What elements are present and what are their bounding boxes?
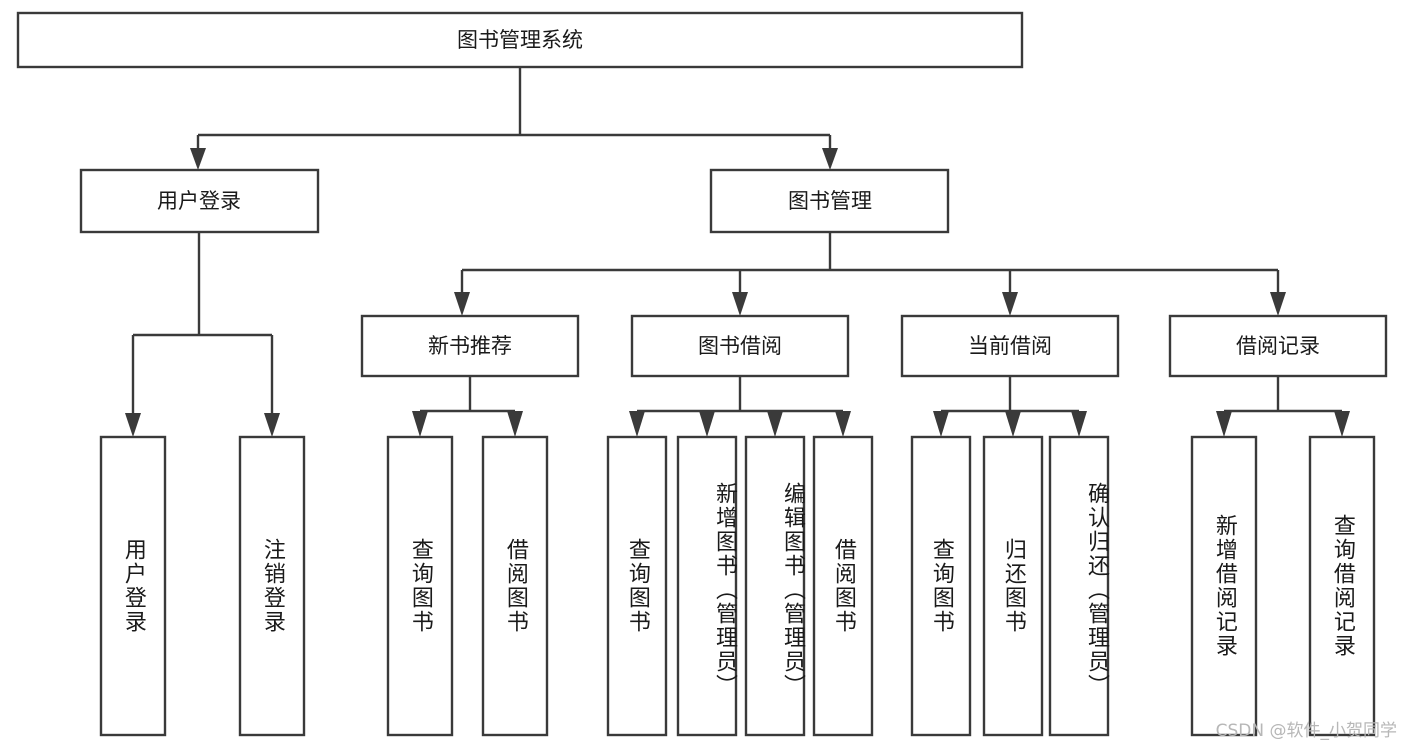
arrow-head-current-query (933, 411, 949, 437)
node-leaf-query-book-current[interactable] (910, 435, 972, 737)
arrow-head-book-mgmt (822, 148, 838, 170)
arrow-head-borrow-query (629, 411, 645, 437)
node-layer: 图书管理系统 用户登录 图书管理 新书推荐 图书借阅 当前借阅 借阅记录 (16, 11, 1388, 737)
node-leaf-edit-book-admin[interactable] (744, 435, 806, 737)
arrow-head-current-return (1005, 411, 1021, 437)
arrow-head-newbook (454, 292, 470, 316)
node-book-borrow-label: 图书借阅 (698, 334, 782, 358)
node-new-book-recommend-label: 新书推荐 (428, 334, 512, 358)
arrow-head-current (1002, 292, 1018, 316)
node-current-borrow-label: 当前借阅 (968, 334, 1052, 358)
csdn-watermark: CSDN @软件_小贺同学 (1215, 721, 1397, 741)
node-leaf-add-book-admin[interactable] (676, 435, 738, 737)
node-book-management[interactable] (709, 168, 950, 234)
arrow-head-newbook-query (412, 411, 428, 437)
node-leaf-logout[interactable] (238, 435, 306, 737)
arrow-head-borrow-edit (767, 411, 783, 437)
arrow-head-leaf-user-login (125, 413, 141, 437)
node-leaf-query-book-newbook[interactable] (386, 435, 454, 737)
arrow-head-newbook-borrow (507, 411, 523, 437)
arrow-head-borrow-lend (835, 411, 851, 437)
arrow-head-record (1270, 292, 1286, 316)
connector-layer (125, 67, 1350, 437)
node-leaf-return-book[interactable] (982, 435, 1044, 737)
node-borrow-record[interactable] (1168, 314, 1388, 378)
node-root-system-label: 图书管理系统 (457, 28, 583, 52)
arrow-head-borrow-add (699, 411, 715, 437)
node-leaf-confirm-return-admin[interactable] (1048, 435, 1110, 737)
arrow-head-user-login (190, 148, 206, 170)
node-new-book-recommend[interactable] (360, 314, 580, 378)
arrow-head-record-add (1216, 411, 1232, 437)
node-leaf-borrow-book[interactable] (812, 435, 874, 737)
node-user-login[interactable] (79, 168, 320, 234)
node-book-management-label: 图书管理 (788, 189, 872, 213)
node-leaf-user-login[interactable] (99, 435, 167, 737)
node-book-borrow[interactable] (630, 314, 850, 378)
node-user-login-label: 用户登录 (157, 189, 241, 213)
node-leaf-query-borrow-record[interactable] (1308, 435, 1376, 737)
node-leaf-query-book-borrow[interactable] (606, 435, 668, 737)
arrow-head-current-confirm (1071, 411, 1087, 437)
arrow-head-leaf-logout (264, 413, 280, 437)
arrow-head-borrow (732, 292, 748, 316)
arrow-head-record-query (1334, 411, 1350, 437)
node-leaf-borrow-book-newbook[interactable] (481, 435, 549, 737)
node-current-borrow[interactable] (900, 314, 1120, 378)
node-borrow-record-label: 借阅记录 (1236, 334, 1320, 358)
node-root-system[interactable] (16, 11, 1024, 69)
node-leaf-add-borrow-record[interactable] (1190, 435, 1258, 737)
